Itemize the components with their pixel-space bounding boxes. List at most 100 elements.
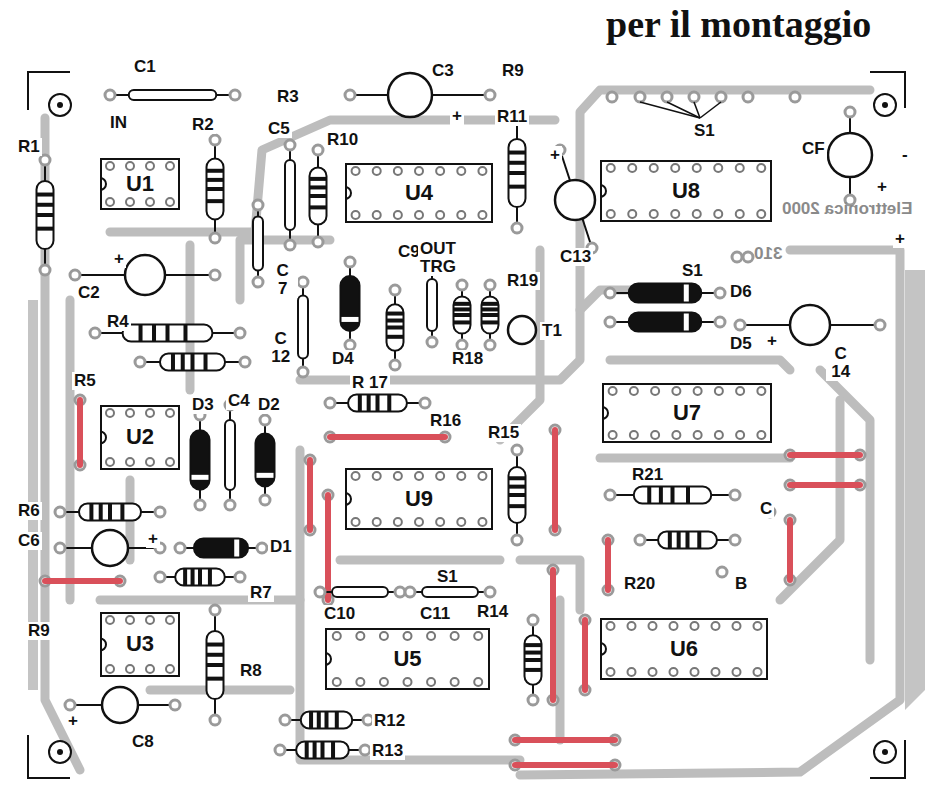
component-label: C8 <box>130 733 156 751</box>
ic-pin <box>733 622 741 630</box>
resistor-band <box>525 651 542 655</box>
solder-pad <box>253 200 263 210</box>
electrolytic-capacitor-symbol <box>555 180 595 220</box>
solder-pad <box>235 572 245 582</box>
ic-outline: U2 <box>100 405 180 470</box>
solder-pad <box>260 495 270 505</box>
resistor-band <box>454 302 471 306</box>
ic-pin <box>628 210 636 218</box>
ic-pin <box>457 518 465 526</box>
ic-pin <box>356 632 364 640</box>
resistor-band <box>207 187 224 191</box>
resistor-band <box>387 335 404 339</box>
solder-pad <box>457 340 467 350</box>
ic-pin <box>757 387 765 395</box>
component-label: C <box>758 500 774 518</box>
component-label: IN <box>108 114 129 132</box>
resistor-band <box>310 177 327 181</box>
resistor-band <box>509 493 526 497</box>
resistor-band <box>482 313 499 317</box>
diode-symbol-body <box>256 434 275 487</box>
resistor-band <box>358 395 362 412</box>
resistor-symbol-body <box>37 181 54 249</box>
component-label: D5 <box>728 335 754 353</box>
ic-pin <box>352 167 360 175</box>
resistor-symbol <box>301 712 352 729</box>
component-label: + <box>765 332 779 350</box>
resistor-symbol <box>310 167 327 224</box>
ic-outline: U4 <box>345 163 493 223</box>
component-label: C3 <box>430 62 456 80</box>
component-label: C6 <box>16 532 42 550</box>
ceramic-capacitor-symbol-body <box>285 160 295 230</box>
ic-label: U1 <box>123 172 157 196</box>
resistor-symbol-body <box>387 304 404 351</box>
diode-symbol <box>341 276 360 331</box>
ic-pin <box>693 164 701 172</box>
ic-pin <box>146 665 154 673</box>
solder-pad <box>605 490 615 500</box>
component-label: R20 <box>622 575 657 593</box>
wire-jumper <box>330 434 445 440</box>
resistor-band <box>482 302 499 306</box>
diode-band <box>192 475 209 480</box>
solder-pad <box>715 317 725 327</box>
ic-pin <box>757 164 765 172</box>
ceramic-capacitor-symbol-body <box>427 279 437 331</box>
resistor-band <box>525 668 542 672</box>
ic-pin <box>478 167 486 175</box>
solder-pad <box>735 320 745 330</box>
electrolytic-capacitor-symbol <box>790 305 830 345</box>
ic-pin <box>427 678 435 686</box>
resistor-symbol-body <box>301 712 352 729</box>
ic-pin <box>451 632 459 640</box>
ic-pin <box>333 632 341 640</box>
resistor-symbol <box>634 487 712 504</box>
ic-pin <box>478 472 486 480</box>
solder-pad <box>257 543 267 553</box>
component-label: D6 <box>728 283 754 301</box>
component-label: T1 <box>540 322 564 340</box>
solder-pad <box>605 288 615 298</box>
electrolytic-capacitor-symbol <box>828 133 872 177</box>
ic-outline: U5 <box>325 628 490 690</box>
ic-pin <box>166 458 174 466</box>
solder-pad <box>210 233 220 243</box>
component-label: D2 <box>256 396 282 414</box>
component-label: R16 <box>428 412 463 430</box>
wire-jumper <box>325 495 331 600</box>
resistor-band <box>509 161 526 165</box>
resistor-symbol-body <box>123 325 213 342</box>
resistor-band <box>120 504 124 521</box>
resistor-band <box>166 325 170 342</box>
resistor-symbol-body <box>658 532 717 549</box>
switch-bracket-line <box>694 102 700 118</box>
resistor-band <box>191 569 195 586</box>
ic-label: U5 <box>390 647 424 671</box>
resistor-symbol-body <box>207 631 224 699</box>
ceramic-capacitor-symbol-body <box>129 90 217 100</box>
component-label: + <box>548 146 562 164</box>
resistor-symbol-body <box>310 167 327 224</box>
ic-pin <box>451 678 459 686</box>
mounting-hole-center <box>882 102 888 108</box>
ic-pin <box>373 472 381 480</box>
resistor-band <box>454 307 471 311</box>
resistor-band <box>309 712 313 729</box>
solder-pad <box>313 145 323 155</box>
diode-symbol-body <box>341 276 360 331</box>
component-label: + <box>146 530 160 548</box>
copper-trace <box>300 450 520 760</box>
resistor-band <box>181 354 185 371</box>
solder-pad <box>210 715 220 725</box>
solder-pad <box>70 270 80 280</box>
solder-pad <box>512 445 522 455</box>
resistor-band <box>509 485 526 489</box>
resistor-band <box>310 194 327 198</box>
ic-pin <box>651 431 659 439</box>
solder-pad <box>230 90 240 100</box>
ic-pin <box>457 211 465 219</box>
resistor-symbol <box>454 296 471 333</box>
component-label: + <box>893 230 907 248</box>
copper-trace <box>110 120 555 232</box>
